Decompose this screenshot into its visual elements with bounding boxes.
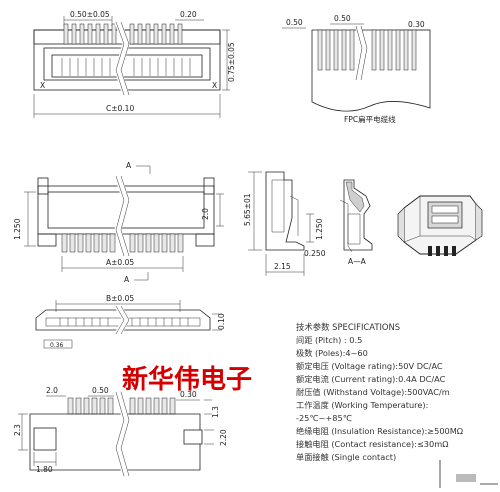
side-view: 5.65±01 1.250 0.250 2.15 bbox=[243, 171, 326, 276]
spec-line: 绝缘电阻 (Insulation Resistance):≥500MΩ bbox=[296, 426, 463, 436]
section-marker-top: A bbox=[126, 161, 132, 170]
ffc-pitch-mid: 0.50 bbox=[334, 14, 351, 23]
spec-line: 工作温度 (Working Temperature): bbox=[296, 400, 428, 410]
spec-line: 极数 (Poles):4~60 bbox=[296, 348, 368, 358]
right-small-dimension: 2.0 bbox=[201, 208, 210, 220]
pin-width-dimension: 0.20 bbox=[180, 10, 197, 19]
ffc-cable-view: 0.50 0.50 0.30 FPC扁平电缆线 bbox=[282, 14, 431, 124]
spec-line: 间距 (Pitch) : 0.5 bbox=[296, 335, 362, 345]
pitch-dimension: 0.50±0.05 bbox=[70, 10, 110, 19]
connector-3d-view bbox=[397, 195, 483, 256]
pad-pitch-dimension: 0.50 bbox=[92, 386, 109, 395]
corner-marks bbox=[439, 460, 498, 488]
left-height-dimension: 1.250 bbox=[13, 218, 22, 240]
height-dimension: 0.75±0.05 bbox=[227, 42, 236, 82]
specifications-block: 技术参数 SPECIFICATIONS 间距 (Pitch) : 0.5 极数 … bbox=[296, 322, 463, 462]
spec-line: 单面接触 (Single contact) bbox=[296, 452, 396, 462]
ffc-conductors bbox=[317, 29, 417, 71]
pad-width-dimension: 0.30 bbox=[180, 390, 197, 399]
note-label: 0.36 bbox=[50, 342, 64, 349]
spec-title: 技术参数 SPECIFICATIONS bbox=[296, 322, 400, 332]
spec-line: 额定电压 (Voltage rating):50V DC/AC bbox=[296, 361, 443, 371]
front-view-slots bbox=[61, 58, 191, 76]
ffc-pitch-left: 0.50 bbox=[286, 18, 303, 27]
corner-x-left: X bbox=[40, 81, 45, 90]
section-a-a: A—A bbox=[339, 179, 373, 266]
side-a-dimension: 1.250 bbox=[315, 218, 324, 240]
pad-left-width-dimension: 1.80 bbox=[36, 465, 53, 474]
spec-line: -25℃~+85℃ bbox=[296, 413, 352, 423]
side-width-dimension: 2.15 bbox=[274, 262, 291, 271]
length-a-dimension: A±0.05 bbox=[106, 258, 134, 267]
pad-left-height-dimension: 2.3 bbox=[13, 424, 22, 436]
thickness-dimension: 0.10 bbox=[217, 313, 226, 330]
spec-line: 耐压值 (Withstand Voltage):500VAC/m bbox=[296, 387, 450, 397]
spec-line: 接触电阻 (Contact resistance):≤30mΩ bbox=[296, 439, 448, 449]
pad-right-top-dimension: 1.3 bbox=[211, 406, 220, 418]
section-label: A—A bbox=[348, 257, 367, 266]
length-c-dimension: C±0.10 bbox=[106, 104, 134, 113]
spec-line: 额定电流 (Current rating):0.4A DC/AC bbox=[296, 374, 446, 384]
pad-left-dimension: 2.0 bbox=[46, 386, 58, 395]
bottom-view: B±0.05 0.10 0.36 bbox=[35, 294, 226, 349]
pcb-footprint: 2.0 0.50 0.30 1.3 2.3 2.20 1. bbox=[13, 386, 228, 477]
ffc-caption: FPC扁平电缆线 bbox=[344, 114, 396, 124]
brand-name: 新华伟电子 bbox=[122, 364, 252, 395]
side-height-dimension: 5.65±01 bbox=[243, 193, 252, 226]
corner-x-right: X bbox=[212, 81, 217, 90]
ffc-right: 0.30 bbox=[408, 20, 425, 29]
front-view-pins bbox=[63, 23, 183, 45]
connector-3d-pins bbox=[428, 246, 456, 256]
bottom-view-teeth bbox=[59, 318, 189, 326]
pad-right-height-dimension: 2.20 bbox=[219, 429, 228, 446]
top-view: A 1.250 2.0 A±0.05 A bbox=[13, 161, 224, 284]
side-b-dimension: 0.250 bbox=[304, 249, 326, 258]
length-b-dimension: B±0.05 bbox=[106, 294, 134, 303]
front-view: 0.50±0.05 0.20 X X bbox=[33, 10, 236, 118]
top-view-pins bbox=[61, 233, 184, 253]
section-marker-bottom: A bbox=[124, 275, 130, 284]
